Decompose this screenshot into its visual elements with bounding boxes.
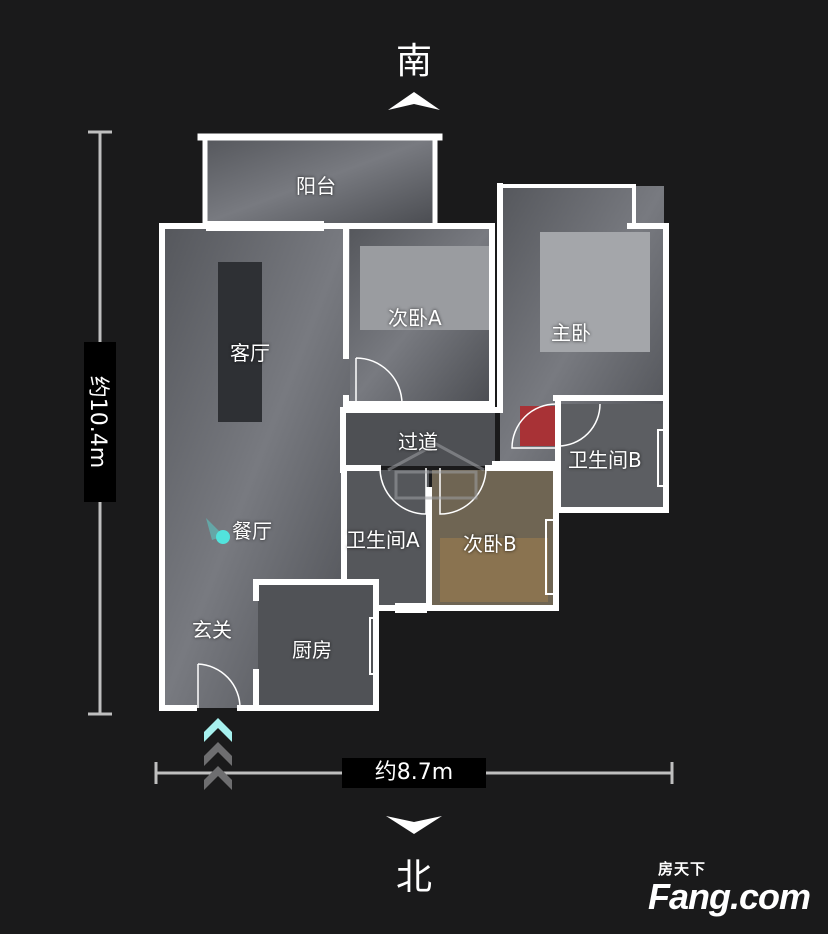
room-label-bathroom-a: 卫生间A [346, 528, 420, 552]
north-arrow-icon [386, 816, 442, 834]
position-marker-icon [206, 518, 230, 544]
room-label-second-bedroom-b: 次卧B [463, 532, 517, 556]
room-label-hallway: 过道 [398, 430, 438, 454]
windows [206, 221, 669, 675]
sofa-shape [218, 262, 262, 422]
room-label-dining-room: 餐厅 [232, 519, 272, 543]
entry-chevrons-icon [204, 718, 232, 790]
red-cabinet-shape [520, 406, 558, 446]
south-label: 南 [395, 41, 432, 82]
south-arrow-icon [388, 92, 440, 110]
kitchen-floor [258, 582, 378, 708]
height-dimension-label: 约10.4m [84, 342, 116, 502]
bathroom-b-floor [558, 404, 666, 510]
door-bathroom-b [557, 403, 601, 447]
watermark-brand: Fang.com [647, 876, 811, 917]
bed-b-shape [440, 538, 548, 602]
floor-areas [162, 137, 666, 708]
door-bathroom-a [379, 467, 427, 515]
room-label-bathroom-b: 卫生间B [568, 448, 642, 472]
walls [159, 133, 669, 711]
watermark-tagline: 房天下 [657, 860, 706, 878]
bed-master-shape [540, 232, 650, 352]
height-dimension-text: 约10.4m [85, 375, 110, 469]
center-watermark-icon [387, 442, 485, 500]
bed-a-shape [360, 246, 490, 330]
hallway-floor [343, 410, 495, 466]
room-label-master-bedroom: 主卧 [551, 321, 591, 345]
door-entrance [197, 663, 241, 709]
door-bedroom-a [355, 357, 403, 405]
room-label-living-room: 客厅 [230, 341, 270, 365]
room-label-entrance: 玄关 [192, 618, 232, 642]
north-label: 北 [395, 857, 432, 898]
width-dimension-label: 约8.7m [342, 758, 486, 788]
room-label-balcony: 阳台 [296, 174, 336, 198]
door-master [511, 403, 557, 449]
balcony-floor [205, 137, 435, 223]
fang-watermark: 房天下 Fang.com [610, 858, 811, 918]
room-label-kitchen: 厨房 [292, 638, 332, 662]
room-label-second-bedroom-a: 次卧A [388, 306, 442, 330]
door-bedroom-b [439, 467, 487, 515]
door-swings [197, 357, 601, 709]
